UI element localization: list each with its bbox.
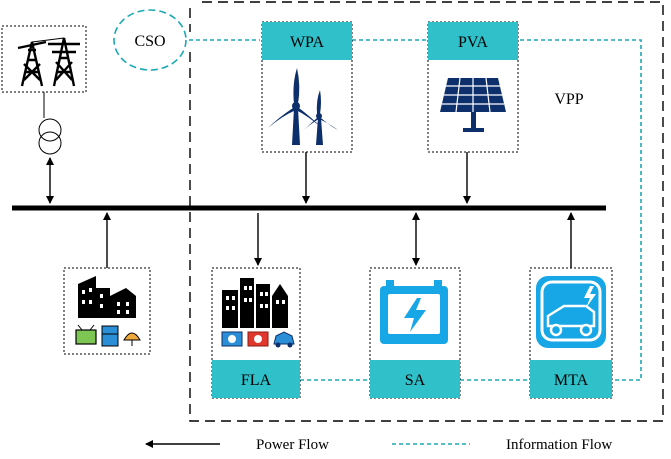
city-buildings-icon — [78, 276, 136, 318]
transmission-tower-icon — [17, 37, 80, 87]
vpp-label: VPP — [554, 91, 583, 108]
fla-buildings-icon — [222, 278, 288, 328]
sa-label: SA — [405, 372, 426, 389]
pva-label: PVA — [458, 34, 488, 51]
ev-charger-icon — [536, 276, 606, 348]
ev-car-icon — [273, 331, 295, 348]
cso-label: CSO — [134, 33, 165, 50]
cso-node — [113, 9, 187, 71]
fridge-icon — [101, 325, 119, 347]
mta-header — [530, 360, 612, 398]
solar-panel-icon — [440, 77, 506, 132]
information-flow-lines — [182, 39, 642, 381]
pva-header — [428, 22, 518, 60]
battery-icon — [380, 280, 448, 344]
wpa-label: WPA — [290, 34, 325, 51]
information-flow-legend-label: Information Flow — [506, 437, 612, 453]
fla-header — [212, 360, 300, 398]
wind-turbine-icon — [268, 68, 338, 145]
lamp-icon — [123, 332, 141, 346]
transformer-icon — [38, 118, 62, 155]
legend: Power Flow Information Flow — [145, 437, 612, 453]
tv-icon — [75, 324, 97, 345]
air-conditioner-icon — [221, 331, 269, 347]
power-flow-arrows — [46, 152, 575, 268]
sa-header — [370, 360, 460, 398]
mta-label: MTA — [554, 372, 589, 389]
wpa-header — [262, 22, 352, 60]
power-flow-legend-label: Power Flow — [256, 437, 329, 453]
fla-label: FLA — [241, 372, 272, 389]
vpp-boundary — [189, 1, 664, 422]
